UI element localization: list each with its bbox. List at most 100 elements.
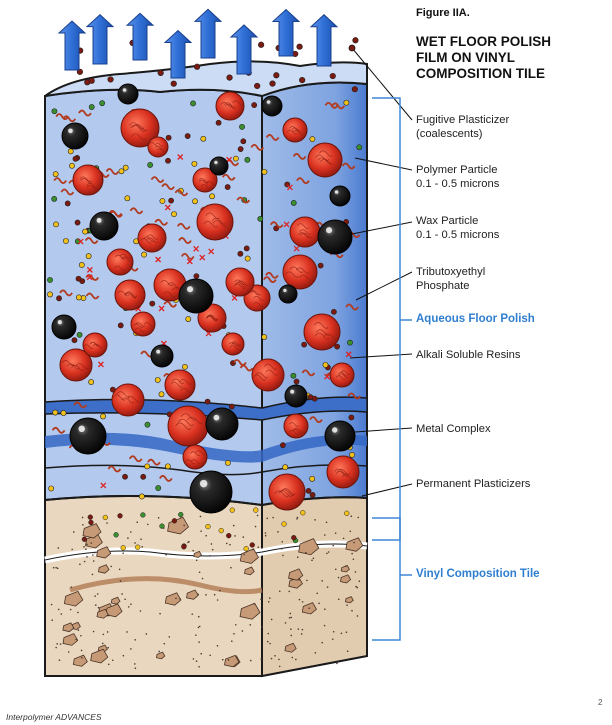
wax-particle bbox=[325, 421, 355, 451]
figure-label: Figure IIA. bbox=[416, 7, 470, 19]
tile-speck bbox=[285, 622, 287, 624]
small-dot bbox=[168, 198, 173, 203]
tile-speck bbox=[313, 557, 315, 559]
tile-speck bbox=[59, 659, 61, 661]
small-dot bbox=[122, 474, 127, 479]
wax-particle bbox=[52, 315, 76, 339]
tile-speck bbox=[315, 652, 317, 654]
tile-speck bbox=[321, 580, 323, 582]
small-dot bbox=[141, 474, 146, 479]
tile-speck bbox=[332, 545, 334, 547]
tile-dot bbox=[181, 544, 186, 549]
tile-speck bbox=[351, 553, 353, 555]
tile-speck bbox=[281, 541, 283, 543]
small-dot bbox=[245, 256, 250, 261]
small-dot bbox=[262, 169, 267, 174]
small-dot bbox=[323, 362, 328, 367]
tile-speck bbox=[217, 599, 219, 601]
polymer-particle bbox=[131, 312, 155, 336]
small-dot bbox=[100, 101, 105, 106]
small-dot bbox=[283, 465, 288, 470]
small-dot bbox=[318, 263, 323, 268]
small-dot bbox=[294, 379, 299, 384]
small-dot bbox=[150, 301, 155, 306]
small-dot bbox=[63, 238, 68, 243]
tile-dot bbox=[250, 543, 255, 548]
tile-speck bbox=[265, 532, 267, 534]
wax-highlight bbox=[200, 480, 208, 488]
tile-speck bbox=[98, 607, 100, 609]
wax-particle bbox=[118, 84, 138, 104]
small-dot bbox=[53, 222, 58, 227]
wax-particle bbox=[210, 157, 228, 175]
tile-speck bbox=[335, 568, 337, 570]
tile-speck bbox=[93, 560, 95, 562]
small-dot bbox=[155, 377, 160, 382]
wax-particle bbox=[190, 471, 232, 513]
small-dot bbox=[216, 120, 221, 125]
small-dot bbox=[310, 137, 315, 142]
tile-dot bbox=[282, 522, 287, 527]
vinyl-composition-tile-label: Vinyl Composition Tile bbox=[416, 568, 540, 580]
tile-speck bbox=[196, 559, 198, 561]
tile-speck bbox=[123, 655, 125, 657]
small-dot bbox=[56, 296, 61, 301]
polymer-particle bbox=[112, 384, 144, 416]
tile-speck bbox=[158, 651, 160, 653]
tile-speck bbox=[120, 580, 122, 582]
tile-dot bbox=[121, 545, 126, 550]
small-dot bbox=[186, 316, 191, 321]
tile-dot bbox=[103, 515, 108, 520]
tile-speck bbox=[122, 552, 124, 554]
wax-highlight bbox=[335, 190, 339, 194]
wax-particle bbox=[279, 285, 297, 303]
up-arrow bbox=[195, 9, 221, 58]
small-dot bbox=[49, 486, 54, 491]
tile-speck bbox=[302, 629, 304, 631]
small-dot bbox=[291, 200, 296, 205]
small-dot bbox=[76, 276, 81, 281]
tile-speck bbox=[235, 624, 237, 626]
small-dot bbox=[190, 101, 195, 106]
tile-speck bbox=[82, 517, 84, 519]
tile-speck bbox=[295, 659, 297, 661]
callout-metal-complex: Metal Complex bbox=[416, 422, 491, 436]
wax-highlight bbox=[290, 390, 294, 394]
small-dot bbox=[306, 488, 311, 493]
tile-speck bbox=[327, 586, 329, 588]
small-dot bbox=[125, 196, 130, 201]
tile-speck bbox=[297, 556, 299, 558]
tile-speck bbox=[82, 524, 84, 526]
tile-speck bbox=[233, 525, 235, 527]
wax-particle bbox=[90, 212, 118, 240]
tile-speck bbox=[57, 547, 59, 549]
aqueous-bracket bbox=[372, 98, 412, 540]
tile-dot bbox=[82, 537, 87, 542]
tile-speck bbox=[179, 598, 181, 600]
tile-speck bbox=[326, 522, 328, 524]
tile-speck bbox=[146, 633, 148, 635]
callout-fugitive-plasticizer: Fugitive Plasticizer (coalescents) bbox=[416, 113, 509, 141]
tile-speck bbox=[234, 535, 236, 537]
tile-speck bbox=[268, 601, 270, 603]
tile-dot bbox=[230, 508, 235, 513]
wax-highlight bbox=[58, 320, 62, 324]
tile-speck bbox=[228, 659, 230, 661]
tile-dot bbox=[291, 535, 296, 540]
tile-speck bbox=[301, 633, 303, 635]
tile-speck bbox=[267, 641, 269, 643]
tile-dot bbox=[118, 513, 123, 518]
tile-speck bbox=[219, 590, 221, 592]
wax-highlight bbox=[267, 100, 271, 104]
tile-speck bbox=[86, 556, 88, 558]
tile-speck bbox=[78, 629, 80, 631]
tile-speck bbox=[316, 592, 318, 594]
escaping-dot bbox=[299, 77, 305, 83]
small-dot bbox=[194, 274, 199, 279]
tile-speck bbox=[165, 554, 167, 556]
tile-speck bbox=[200, 653, 202, 655]
tile-speck bbox=[198, 627, 200, 629]
tile-speck bbox=[68, 651, 70, 653]
small-dot bbox=[344, 100, 349, 105]
tile-speck bbox=[359, 580, 361, 582]
